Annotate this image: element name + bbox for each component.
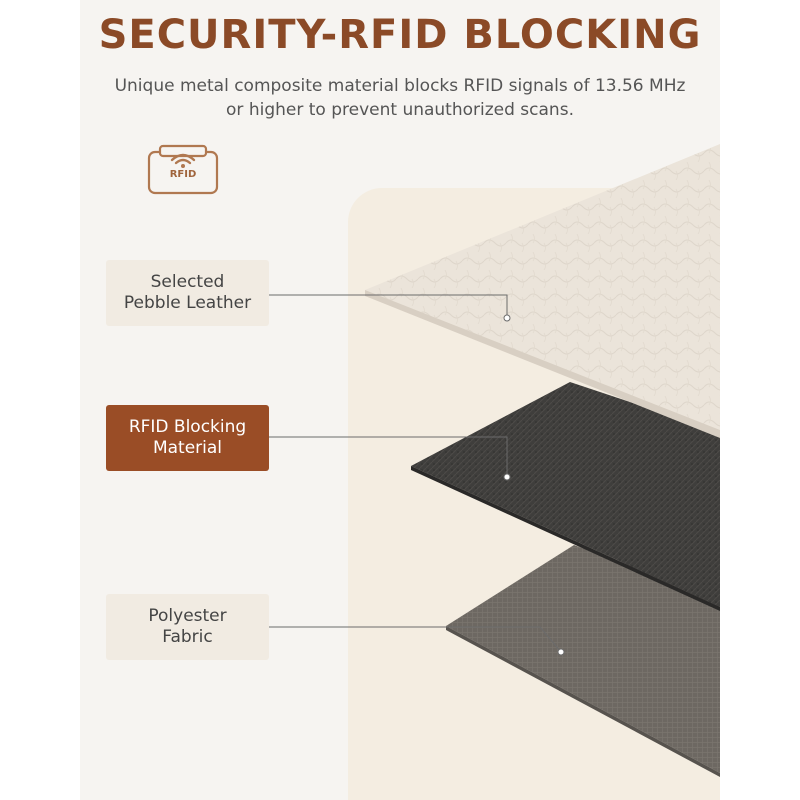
label-polyester-fabric: Polyester Fabric [106, 594, 269, 660]
leader-line-leather [269, 294, 511, 322]
label-pebble-leather: Selected Pebble Leather [106, 260, 269, 326]
page-subtitle: Unique metal composite material blocks R… [114, 76, 686, 120]
label-rfid-blocking-material: RFID Blocking Material [106, 405, 269, 471]
rfid-badge: RFID [146, 138, 220, 196]
pebble-leather-layer [365, 144, 720, 438]
rfid-blocking-layer [411, 382, 720, 611]
label-rfid-blocking-material-text: RFID Blocking Material [128, 417, 247, 458]
rfid-badge-label: RFID [169, 169, 197, 180]
label-polyester-fabric-text: Polyester Fabric [148, 606, 227, 647]
leader-line-fabric [269, 626, 565, 656]
page-title: SECURITY-RFID BLOCKING [98, 12, 702, 58]
leader-line-rfid [269, 436, 511, 481]
polyester-fabric-layer [446, 545, 720, 777]
rfid-wifi-icon [147, 144, 219, 195]
label-pebble-leather-text: Selected Pebble Leather [123, 272, 252, 313]
